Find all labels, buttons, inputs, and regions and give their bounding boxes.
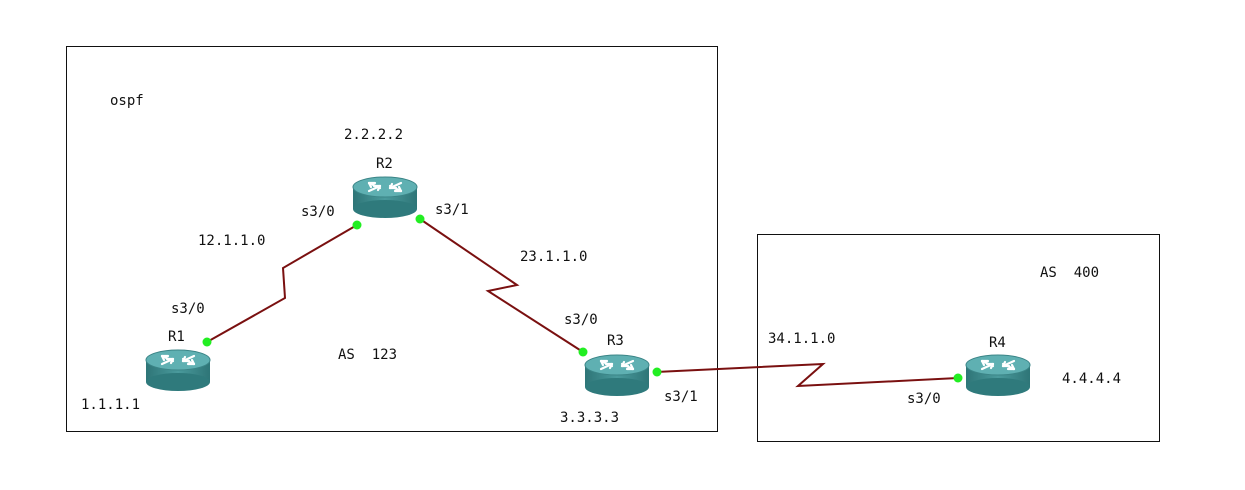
router-r1-name: R1 [168,329,185,345]
router-r3-icon[interactable] [583,353,651,398]
r2-s3-0-label: s3/0 [301,204,335,220]
as-400-label: AS 400 [1040,265,1100,281]
endpoint-r3-s3-1 [652,367,662,377]
endpoint-r2-s3-0 [352,220,362,230]
r1-s3-0-label: s3/0 [171,301,205,317]
network-23-label: 23.1.1.0 [520,249,588,265]
ospf-label: ospf [110,93,144,109]
router-r2-id: 2.2.2.2 [344,127,404,143]
link-r2-r3 [419,218,584,353]
r3-s3-0-label: s3/0 [564,312,598,328]
as-400-boundary [757,234,1160,442]
endpoint-r4-s3-0 [953,373,963,383]
network-34-label: 34.1.1.0 [768,331,836,347]
link-r1-r2 [206,224,358,343]
r3-s3-1-label: s3/1 [664,389,698,405]
endpoint-r1-s3-0 [202,337,212,347]
router-r1-id: 1.1.1.1 [81,397,141,413]
r4-s3-0-label: s3/0 [907,391,941,407]
router-r2-name: R2 [376,156,393,172]
endpoint-r3-s3-0 [578,347,588,357]
router-r2-icon[interactable] [351,175,419,220]
router-r3-id: 3.3.3.3 [560,410,620,426]
as-123-boundary [66,46,718,432]
r2-s3-1-label: s3/1 [435,202,469,218]
network-12-label: 12.1.1.0 [198,233,266,249]
link-r3-r4 [655,362,959,388]
endpoint-r2-s3-1 [415,214,425,224]
router-r4-icon[interactable] [964,353,1032,398]
router-r3-name: R3 [607,333,624,349]
as-123-label: AS 123 [338,347,398,363]
router-r1-icon[interactable] [144,348,212,393]
router-r4-name: R4 [989,335,1006,351]
router-r4-id: 4.4.4.4 [1062,371,1122,387]
